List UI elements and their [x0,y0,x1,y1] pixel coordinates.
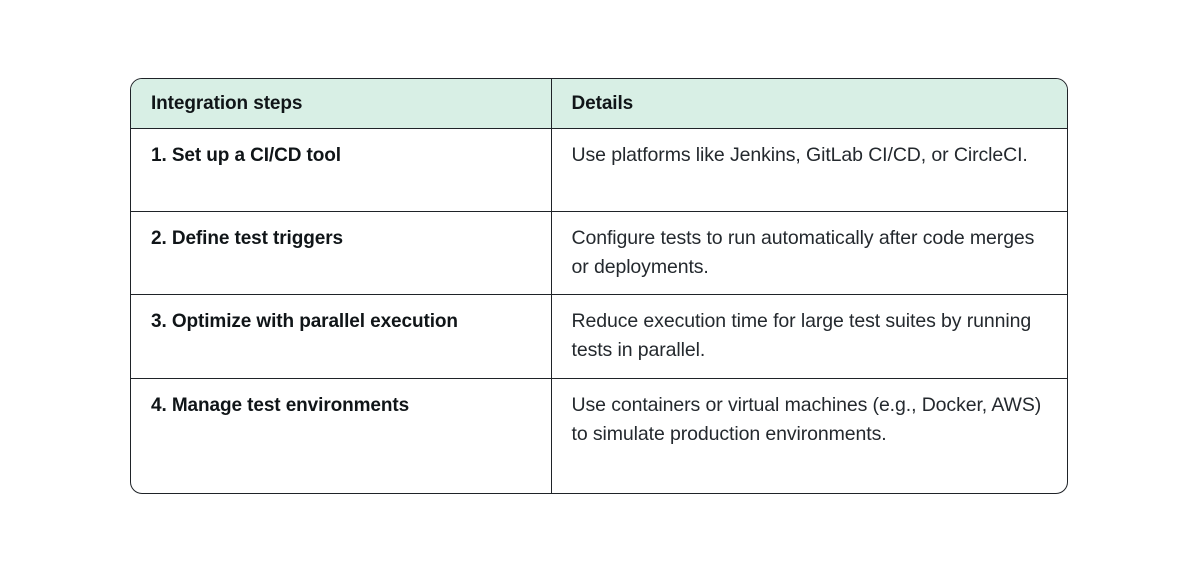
step-cell: 3. Optimize with parallel execution [131,294,552,379]
details-cell: Reduce execution time for large test sui… [551,294,1067,379]
integration-steps-table-container: Integration steps Details 1. Set up a CI… [130,78,1068,494]
step-cell: 4. Manage test environments [131,378,552,493]
table-head: Integration steps Details [131,79,1067,129]
integration-steps-table: Integration steps Details 1. Set up a CI… [131,79,1067,493]
column-header-integration-steps: Integration steps [131,79,552,129]
details-cell: Use containers or virtual machines (e.g.… [571,393,1042,445]
details-cell: Use platforms like Jenkins, GitLab CI/CD… [551,128,1067,212]
step-cell: 2. Define test triggers [131,211,552,295]
column-header-details: Details [551,79,1067,129]
table-header-row: Integration steps Details [131,79,1067,129]
step-cell: 1. Set up a CI/CD tool [131,128,552,212]
details-cell: Configure tests to run automatically aft… [551,211,1067,295]
table-row: 4. Manage test environments Use container… [131,378,1067,493]
